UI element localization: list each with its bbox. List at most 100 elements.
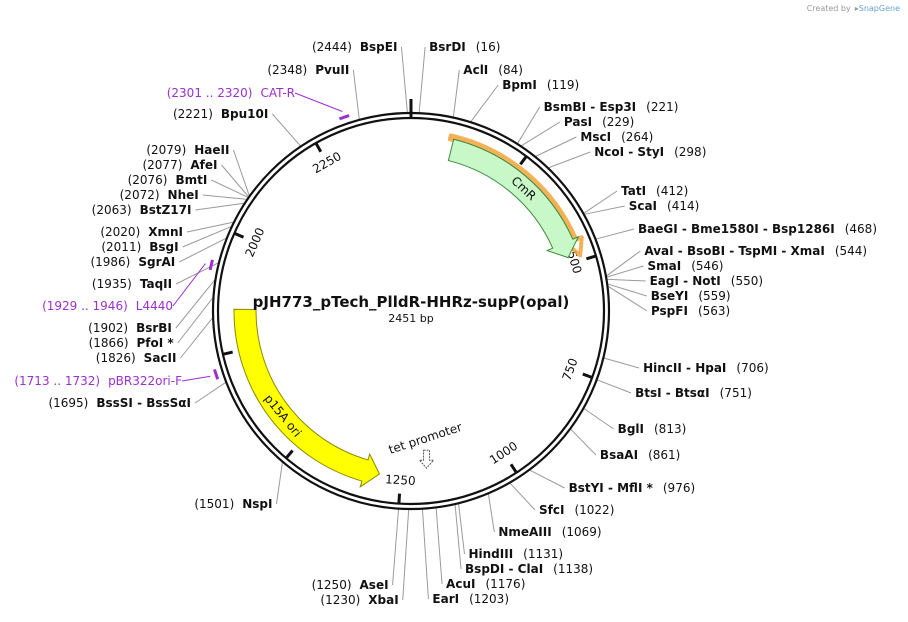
site-position: (1069) <box>562 525 602 539</box>
p15a-ori-feature-arrow <box>233 308 381 488</box>
site-label-hindiii: HindIII(1131) <box>468 547 563 561</box>
site-name: PfoI * <box>137 336 175 350</box>
site-label-bsmbi-esp3i: BsmBI - Esp3I(221) <box>544 100 679 114</box>
site-name: SgrAI <box>138 255 175 269</box>
site-position: (1203) <box>469 592 509 606</box>
site-label-xmni: (2020)XmnI <box>100 225 183 239</box>
site-position: (751) <box>720 386 752 400</box>
site-name: BspDI - ClaI <box>465 562 543 576</box>
site-position: (559) <box>698 289 730 303</box>
site-label-bpu10i: (2221)Bpu10I <box>173 107 268 121</box>
site-label-bspei: (2444)BspEI <box>312 40 397 54</box>
site-position: (813) <box>654 422 686 436</box>
site-name: BstZ17I <box>140 203 192 217</box>
site-position: (298) <box>674 145 706 159</box>
site-position: (119) <box>547 78 579 92</box>
tick-label: 750 <box>560 356 581 382</box>
site-name: EarI <box>432 592 459 606</box>
site-name: AcuI <box>446 577 475 591</box>
site-leader <box>182 225 233 248</box>
site-name: BsrBI <box>136 321 172 335</box>
site-label-bmti: (2076)BmtI <box>128 173 208 187</box>
site-leader <box>352 69 360 120</box>
tick-mark <box>582 372 593 379</box>
site-name: PasI <box>564 115 592 129</box>
site-leader <box>233 149 250 197</box>
site-leader <box>180 316 214 359</box>
site-leader <box>392 508 400 586</box>
site-position: (16) <box>476 40 501 54</box>
site-name: BpmI <box>502 78 537 92</box>
site-name: SfcI <box>539 503 564 517</box>
site-position: (2072) <box>120 188 160 202</box>
site-label-hincii-hpai: HincII - HpaI(706) <box>643 361 769 375</box>
primer-range: (1713 .. 1732) <box>14 374 100 388</box>
site-leader <box>221 164 250 198</box>
site-name: NheI <box>168 188 199 202</box>
primer-range: (1929 .. 1946) <box>42 299 128 313</box>
site-position: (414) <box>667 199 699 213</box>
site-leader <box>194 381 227 404</box>
site-leader <box>271 113 302 147</box>
site-name: BseYI <box>651 289 689 303</box>
site-label-smai: SmaI(546) <box>647 259 723 273</box>
site-leader <box>509 482 536 511</box>
site-leader <box>195 202 246 211</box>
site-leader <box>435 507 443 585</box>
primers-layer: (2301 .. 2320)CAT-R(1929 .. 1946)L4440(1… <box>14 86 350 388</box>
site-label-baegi-bme1580i-bsp1286i: BaeGI - Bme1580I - Bsp1286I (468) <box>638 222 877 236</box>
site-position: (1866) <box>89 336 129 350</box>
site-leader <box>177 296 214 344</box>
site-label-bsrdi: BsrDI (16) <box>429 40 500 54</box>
site-label-haeii: (2079)HaeII <box>146 143 229 157</box>
site-position: (1501) <box>194 497 234 511</box>
site-label-afei: (2077)AfeI <box>142 158 217 172</box>
site-leader <box>179 237 228 263</box>
site-leader <box>603 357 640 369</box>
site-position: (563) <box>698 304 730 318</box>
site-position: (2221) <box>173 107 213 121</box>
site-label-acui: AcuI(1176) <box>446 577 525 591</box>
site-label-pasi: PasI(229) <box>564 115 634 129</box>
site-label-bsrbi: (1902) BsrBI <box>88 321 172 335</box>
site-label-ncoi-styi: NcoI - StyI(298) <box>594 145 706 159</box>
site-position: (1138) <box>553 562 593 576</box>
site-label-eari: EarI (1203) <box>432 592 509 606</box>
site-name: PspFI <box>651 304 688 318</box>
cmr-feature-arrow <box>447 138 580 259</box>
site-leader <box>458 503 465 555</box>
tick-mark <box>314 142 323 153</box>
site-name: BaeGI - Bme1580I - Bsp1286I <box>638 222 835 236</box>
site-label-acli: AclI(84) <box>463 63 523 77</box>
site-name: BsrDI <box>429 40 466 54</box>
credit-text: Created by▸SnapGene <box>807 4 900 13</box>
site-name: MscI <box>580 130 611 144</box>
site-name: PvuII <box>315 63 349 77</box>
site-position: (2020) <box>100 225 140 239</box>
tick-label: 1000 <box>487 439 520 467</box>
site-label-pspfi: PspFI (563) <box>651 304 730 318</box>
site-leader <box>186 221 235 233</box>
credit-prefix: Created by <box>807 4 851 13</box>
site-name: SacII <box>144 351 177 365</box>
site-name: BsgI <box>149 240 178 254</box>
site-position: (1902) <box>88 321 128 335</box>
site-label-nhei: (2072) NheI <box>120 188 199 202</box>
site-leader <box>402 508 410 601</box>
primer-mark <box>213 369 220 380</box>
site-position: (468) <box>845 222 877 236</box>
credit-brand: SnapGene <box>859 4 900 13</box>
site-position: (976) <box>663 481 695 495</box>
site-leader <box>520 121 561 147</box>
site-name: AfeI <box>190 158 217 172</box>
site-leader <box>547 151 591 169</box>
site-position: (1826) <box>96 351 136 365</box>
site-label-bstyi-mfli: BstYI - MflI *(976) <box>569 481 696 495</box>
site-label-pvuii: (2348)PvuII <box>267 63 349 77</box>
site-label-pfoi: (1866) PfoI * <box>89 336 175 350</box>
site-leader <box>583 190 618 214</box>
site-label-bgli: BglI (813) <box>618 422 687 436</box>
site-name: AseI <box>360 578 389 592</box>
site-name: TaqII <box>140 277 172 291</box>
site-name: BglI <box>618 422 644 436</box>
